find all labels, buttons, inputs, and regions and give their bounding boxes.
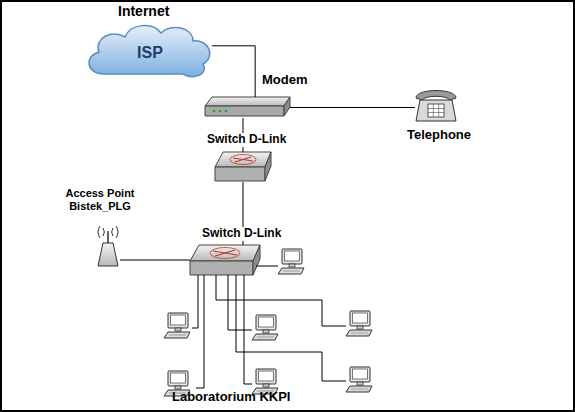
isp-cloud [89, 26, 210, 77]
telephone-icon [416, 91, 456, 122]
modem-device: Modem [205, 97, 290, 118]
cloud-heading: Internet [118, 3, 169, 19]
lan-cable [236, 275, 346, 381]
keypad-grid [438, 104, 439, 117]
lan-cable [244, 275, 252, 384]
lan-cable [228, 275, 252, 330]
switch-emblem [230, 155, 256, 165]
ap-antenna [107, 231, 109, 243]
switch-top [215, 152, 271, 167]
phone-keypad [428, 104, 444, 117]
switch-side [265, 152, 271, 181]
switch-arrow [235, 157, 251, 162]
switch-icon [190, 245, 260, 275]
ap-body [98, 243, 118, 266]
modem-led [225, 110, 228, 113]
ap-waves [103, 228, 113, 236]
switch-emblem [210, 248, 240, 259]
switch-device: Switch D-Link [215, 152, 271, 182]
switch-icon [215, 152, 271, 181]
pc-icon [346, 367, 372, 392]
phone-handset [416, 91, 456, 101]
device-label: Switch D-Link [205, 133, 288, 147]
network-cable [120, 260, 190, 261]
network-cable [290, 107, 415, 108]
keypad-grid [428, 108, 444, 109]
switch-arrow [213, 251, 237, 255]
switch-front [190, 261, 253, 275]
access-point-icon [98, 226, 118, 266]
device-label: Switch D-Link [200, 227, 283, 241]
switch-front [215, 167, 265, 181]
isp-cloud: InternetISP [88, 25, 212, 77]
device-label: Telephone [407, 128, 471, 143]
keypad-grid [428, 112, 444, 113]
modem-top [205, 97, 290, 106]
device-label: Modem [262, 73, 308, 88]
modem-led [219, 110, 222, 113]
modem-side [284, 97, 290, 116]
keypad-grid [433, 104, 434, 117]
group-label: Laboratorium KKPI [172, 390, 290, 405]
ap-waves [98, 226, 118, 238]
cloud-label: ISP [137, 44, 163, 62]
device-label: Access Point Bistek_PLG [59, 187, 141, 212]
lan-cable [196, 275, 204, 388]
modem-front [205, 106, 284, 116]
switch-arrow [215, 250, 235, 256]
switch-device: Switch D-Link [190, 245, 260, 275]
network-cable [212, 46, 255, 97]
switch-top [190, 245, 260, 261]
pc-icon [252, 315, 278, 340]
switch-arrow [233, 158, 253, 161]
modem-icon [205, 97, 290, 116]
access-point-device: Access Point Bistek_PLG [96, 225, 120, 267]
pc-icon [164, 313, 190, 338]
lan-cable [256, 266, 278, 267]
phone-base [416, 100, 456, 121]
modem-led [213, 110, 216, 113]
telephone-device: Telephone [415, 88, 457, 122]
switch-side [253, 245, 260, 275]
pc-icon [278, 249, 304, 274]
pc-icon [346, 311, 372, 336]
lan-cable [192, 275, 198, 328]
